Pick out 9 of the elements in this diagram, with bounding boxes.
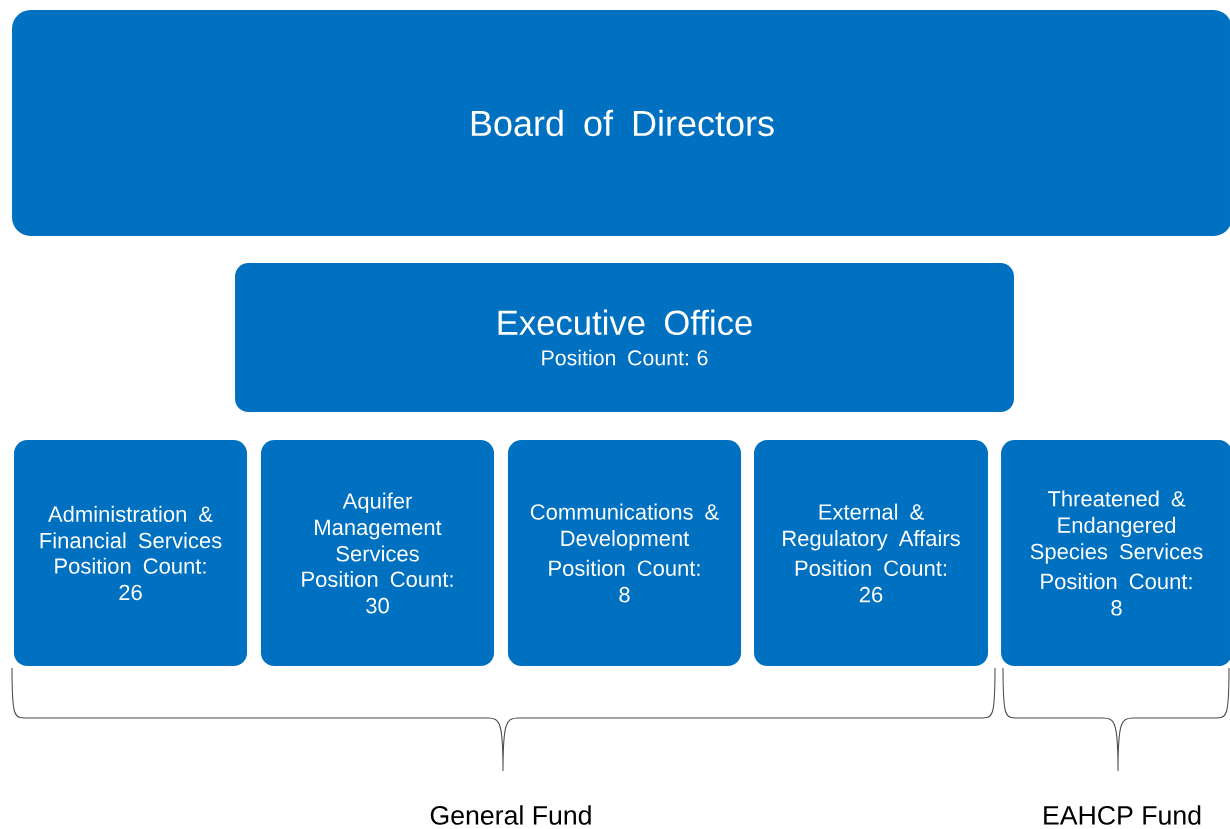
department-box: Communications & Development Position Count: 8 xyxy=(507,440,742,666)
department-box: External & Regulatory Affairs Position Count: 26 xyxy=(754,440,988,666)
department-box: Administration & Financial Services Position Count: 26 xyxy=(13,440,248,666)
department-box: Threatened & Endangered Species Services Position Count: 8 xyxy=(1001,440,1230,666)
office-box: Executive Office Position Count: 6 xyxy=(235,262,1014,413)
fund-label: General Fund xyxy=(430,805,591,825)
department-box: Aquifer Management Services Position Count: 30 xyxy=(260,440,495,666)
fund-label: EAHCP Fund xyxy=(1044,805,1201,825)
board-box: Board of Directors xyxy=(12,10,1230,236)
